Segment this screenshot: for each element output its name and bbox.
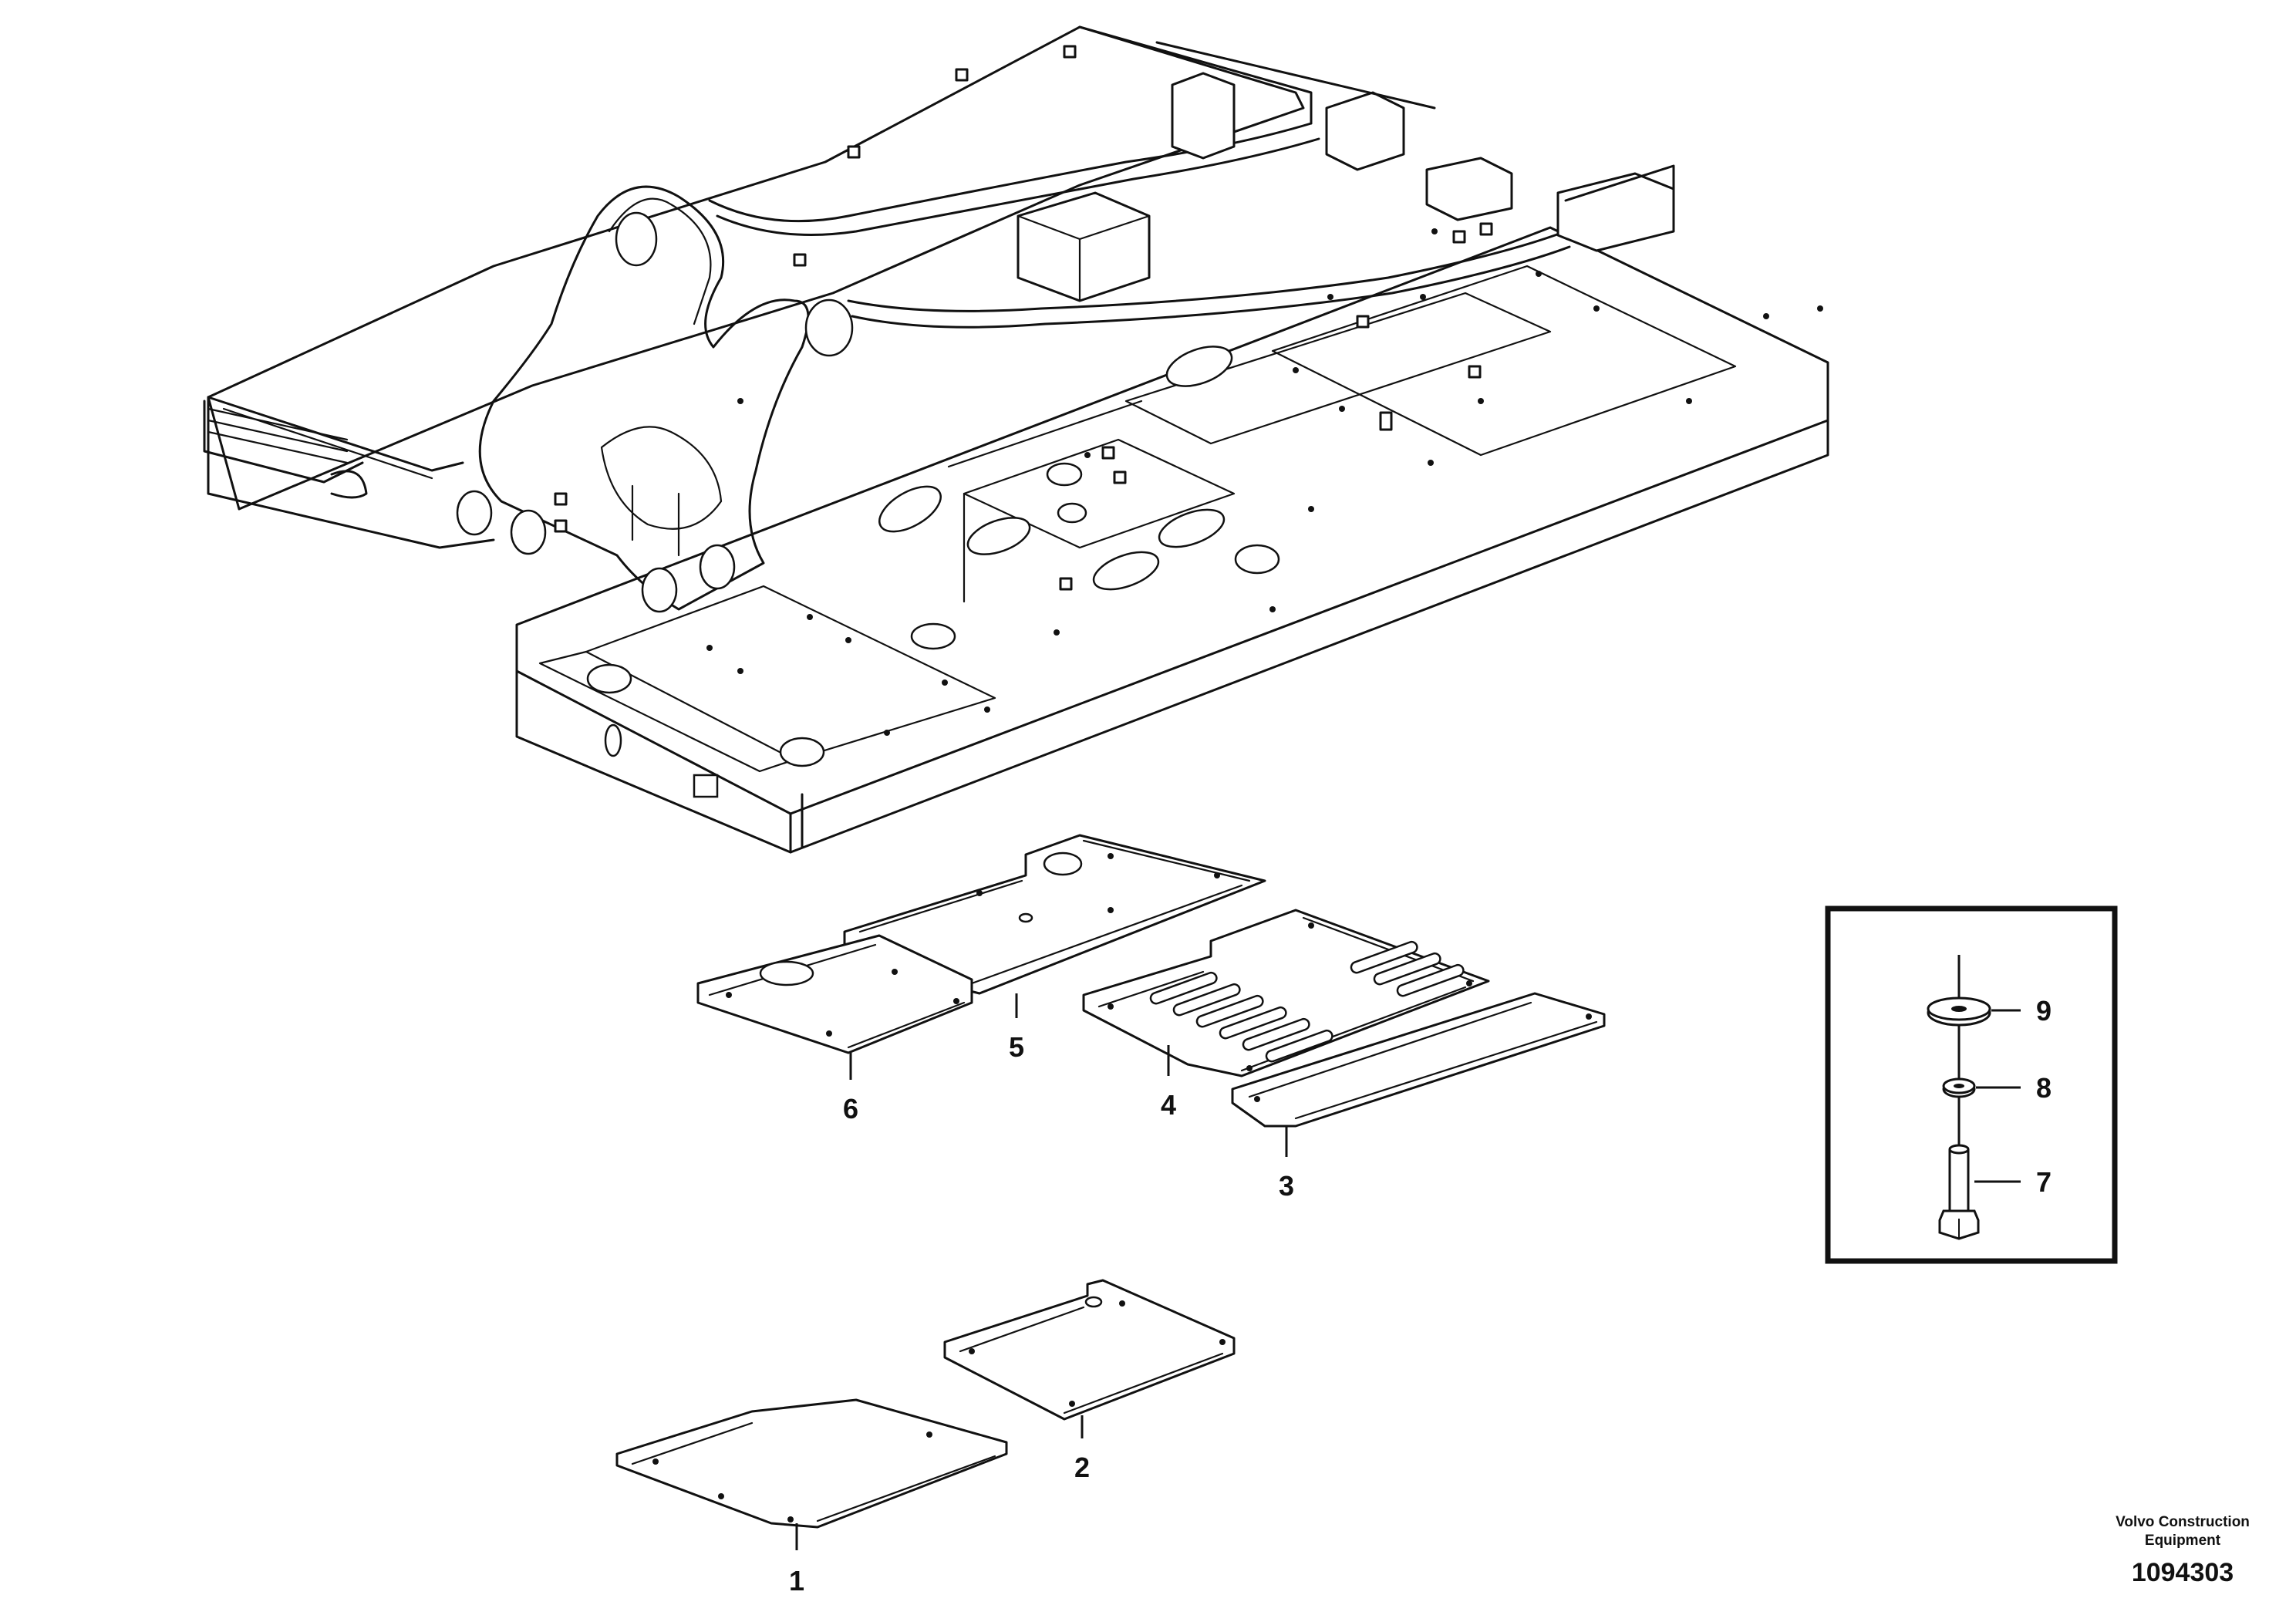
document-number: 1094303 <box>2131 1558 2234 1587</box>
upper-frame-illustration <box>203 25 1829 854</box>
part-4-slotted-floor-plate <box>1082 909 1490 1077</box>
part-2-floor-plate <box>943 1279 1236 1421</box>
manufacturer-name-line-2: Equipment <box>2144 1533 2221 1549</box>
callout-4: 4 <box>1161 1089 1176 1121</box>
callout-1: 1 <box>789 1565 804 1597</box>
callout-9: 9 <box>2036 995 2052 1027</box>
callout-6: 6 <box>843 1093 858 1125</box>
callout-7: 7 <box>2036 1166 2052 1198</box>
part-9-washer <box>1927 996 1991 1027</box>
manufacturer-name-line-1: Volvo Construction <box>2116 1514 2250 1530</box>
part-3-floor-strip <box>1231 992 1606 1128</box>
part-7-bolt <box>1938 1144 1980 1240</box>
part-1-floor-plate <box>615 1398 1008 1529</box>
part-8-lock-washer <box>1942 1077 1976 1098</box>
callout-3: 3 <box>1279 1170 1294 1202</box>
callout-2: 2 <box>1074 1452 1090 1483</box>
part-6-floor-plate <box>696 934 973 1054</box>
manufacturer-name: Volvo Construction Equipment <box>2090 1513 2275 1550</box>
callout-8: 8 <box>2036 1072 2052 1104</box>
callout-5: 5 <box>1009 1031 1024 1063</box>
